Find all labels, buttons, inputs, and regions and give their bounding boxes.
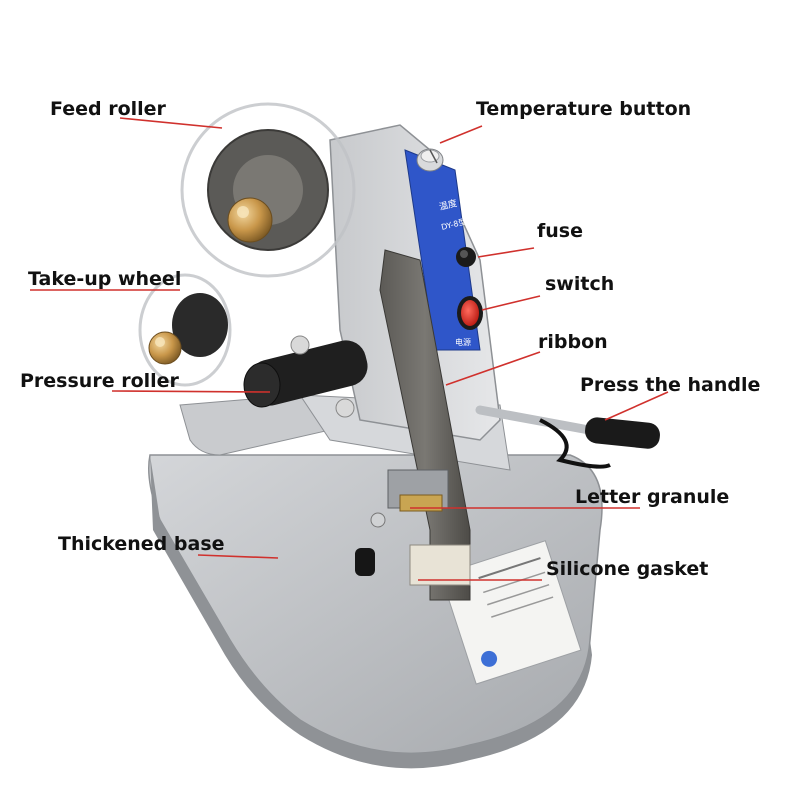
- label-temperature-button: Temperature button: [476, 98, 692, 120]
- pressure-roller: [243, 335, 368, 418]
- fuse-holder[interactable]: [456, 247, 476, 267]
- label-silicone-gasket: Silicone gasket: [546, 558, 709, 580]
- label-switch: switch: [545, 273, 615, 295]
- label-thickened-base: Thickened base: [58, 533, 225, 555]
- label-press-the-handle: Press the handle: [580, 374, 761, 396]
- label-fuse: fuse: [537, 220, 583, 242]
- leader-fuse: [477, 247, 535, 258]
- press-handle[interactable]: [475, 405, 661, 469]
- temperature-knob[interactable]: [416, 148, 444, 172]
- leader-temperature-button: [439, 125, 483, 144]
- manufacturer-label-card: [440, 540, 582, 685]
- leader-lines: [30, 117, 669, 581]
- power-switch[interactable]: [457, 296, 483, 330]
- leader-thickened-base: [197, 554, 279, 559]
- control-panel: 温度 DY-8型 电源: [404, 149, 481, 351]
- panel-bottom-text: 电源: [455, 337, 471, 347]
- leader-switch: [481, 295, 541, 311]
- label-letter-granule: Letter granule: [575, 486, 730, 508]
- leader-ribbon: [445, 351, 541, 386]
- leader-press-the-handle: [604, 391, 669, 421]
- take-up-wheel[interactable]: [138, 273, 232, 387]
- label-take-up-wheel: Take-up wheel: [28, 268, 182, 290]
- feed-roller[interactable]: [180, 102, 356, 278]
- letter-granule-holder: [370, 469, 449, 528]
- silicone-gasket: [355, 544, 471, 586]
- leader-pressure-roller: [111, 390, 271, 393]
- label-ribbon: ribbon: [538, 331, 608, 353]
- leader-feed-roller: [119, 117, 223, 129]
- ribbon-strip: [379, 249, 471, 601]
- label-pressure-roller: Pressure roller: [20, 370, 179, 392]
- label-feed-roller: Feed roller: [50, 98, 166, 120]
